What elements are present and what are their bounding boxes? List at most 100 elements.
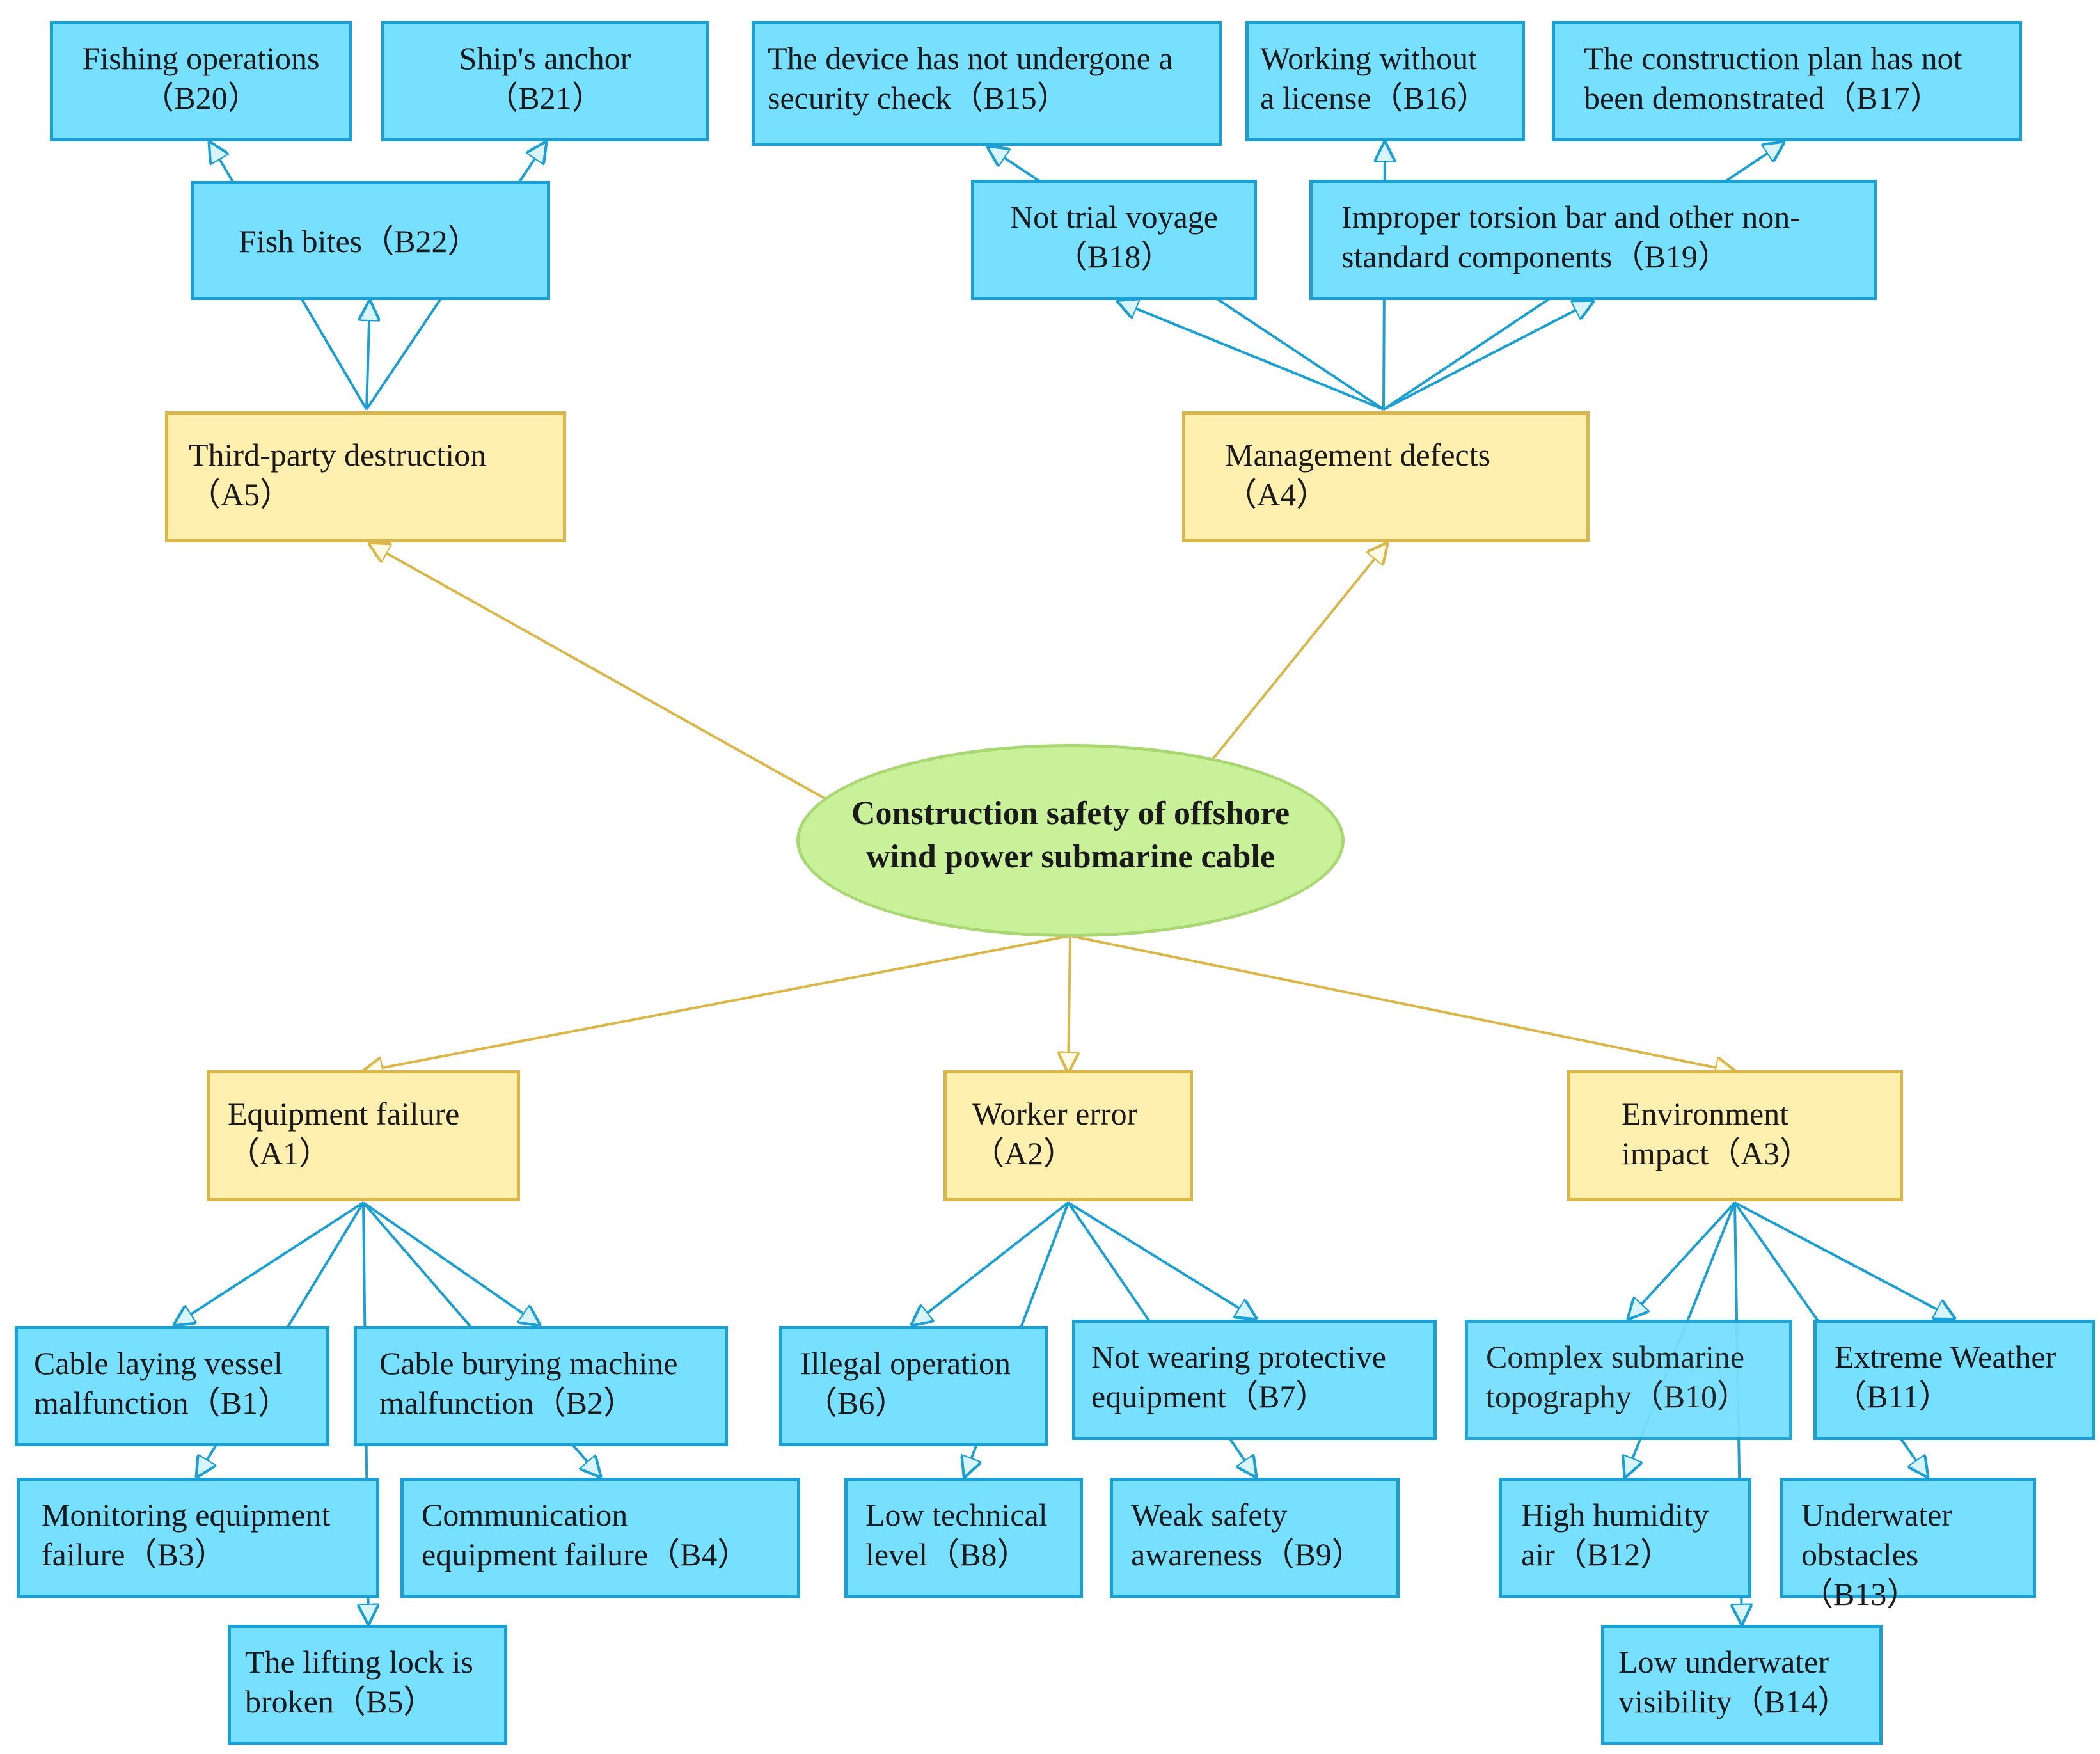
factor-a3-box: Environment impact（A3）: [1567, 1070, 1903, 1201]
risk-b8-code: （B8）: [928, 1537, 1029, 1572]
risk-b15-line1: The device has not undergone a: [768, 40, 1173, 76]
risk-b2-line2-wrap: malfunction（B2）: [379, 1383, 711, 1423]
edge-a2-b7: [1067, 1201, 1256, 1318]
risk-b13-box: Underwater obstacles（B13）: [1780, 1478, 2036, 1612]
risk-b18-code: （B18）: [1055, 239, 1173, 274]
factor-a5-code: （A5）: [189, 477, 292, 512]
risk-b17-line2: been demonstrated: [1584, 80, 1825, 116]
risk-b1-line2-wrap: malfunction（B1）: [34, 1383, 312, 1423]
risk-b17-line1: The construction plan has not: [1584, 40, 1962, 76]
risk-b22-label: Fish bites（B22）: [239, 221, 533, 261]
risk-b22-box: Fish bites（B22）: [191, 181, 550, 300]
risk-b7-box: Not wearing protective equipment（B7）: [1072, 1320, 1437, 1440]
risk-b17-box: The construction plan has not been demon…: [1552, 21, 2022, 141]
risk-b9-box: Weak safety awareness（B9）: [1110, 1478, 1400, 1598]
risk-b7-line1: Not wearing protective: [1091, 1339, 1386, 1375]
risk-b12-line2: air: [1521, 1537, 1555, 1572]
risk-b20-box: Fishing operations （B20）: [50, 21, 352, 141]
risk-b10-line1: Complex submarine: [1486, 1339, 1745, 1375]
edge-a2-b6: [912, 1201, 1070, 1325]
risk-b1-line1: Cable laying vessel: [34, 1345, 283, 1381]
root-label-line2: wind power submarine cable: [866, 839, 1275, 875]
factor-a3-code: （A3）: [1709, 1135, 1812, 1171]
factor-a3-name-line2: impact: [1622, 1135, 1709, 1171]
risk-b1-code: （B1）: [188, 1385, 290, 1421]
risk-b5-line2-wrap: broken（B5）: [245, 1682, 490, 1721]
risk-b10-line2: topography: [1486, 1379, 1632, 1414]
risk-b10-line2-wrap: topography（B10）: [1486, 1377, 1775, 1416]
factor-a4-name: Management defects: [1225, 437, 1491, 473]
risk-b6-code: （B6）: [805, 1385, 907, 1421]
risk-b22-code: （B22）: [362, 223, 480, 259]
risk-b19-line2-wrap: standard components（B19）: [1341, 237, 1859, 276]
risk-b13-code: （B13）: [1801, 1576, 1919, 1612]
risk-b1-box: Cable laying vessel malfunction（B1）: [15, 1326, 329, 1446]
risk-b2-box: Cable burying machine malfunction（B2）: [354, 1326, 728, 1446]
edge-a4-b19: [1383, 301, 1593, 411]
factor-a1-box: Equipment failure （A1）: [207, 1070, 520, 1201]
risk-b2-line2: malfunction: [379, 1385, 534, 1421]
risk-b14-box: Low underwater visibility（B14）: [1601, 1625, 1883, 1745]
risk-b9-code: （B9）: [1262, 1537, 1364, 1572]
risk-b16-line2-wrap: a license（B16）: [1260, 78, 1508, 118]
risk-b3-code: （B3）: [125, 1537, 226, 1572]
factor-a2-code: （A2）: [972, 1135, 1076, 1171]
risk-b16-line2: a license: [1260, 80, 1371, 116]
factor-a3-name: Environment: [1622, 1096, 1789, 1132]
risk-b17-code: （B17）: [1824, 80, 1942, 116]
factor-a2-name: Worker error: [972, 1096, 1138, 1132]
root-label-line1: Construction safety of offshore: [851, 795, 1290, 832]
edge-a4-b18: [1118, 301, 1384, 411]
risk-b13-line2-wrap: obstacles （B13）: [1801, 1535, 2019, 1614]
risk-b14-line1: Low underwater: [1618, 1644, 1829, 1680]
edge-a3-b10: [1629, 1201, 1736, 1318]
risk-b11-line1: Extreme Weather: [1835, 1339, 2057, 1375]
factor-a2-box: Worker error （A2）: [943, 1070, 1193, 1201]
risk-b15-line2: security check: [768, 80, 952, 116]
factor-a1-name: Equipment failure: [228, 1096, 460, 1132]
risk-b3-line2: failure: [42, 1537, 125, 1572]
risk-b1-line2: malfunction: [34, 1385, 189, 1421]
root-goal-ellipse: Construction safety of offshore wind pow…: [796, 744, 1345, 937]
risk-b10-code: （B10）: [1631, 1379, 1749, 1414]
risk-b11-code: （B11）: [1835, 1379, 1951, 1414]
risk-b8-line2: level: [865, 1537, 928, 1572]
risk-b19-line2: standard components: [1341, 239, 1613, 274]
risk-b9-line2: awareness: [1131, 1537, 1263, 1572]
risk-b14-line2: visibility: [1618, 1684, 1732, 1719]
risk-b21-line1: Ship's anchor: [459, 40, 631, 76]
risk-b16-box: Working without a license（B16）: [1245, 21, 1525, 141]
factor-a4-box: Management defects （A4）: [1182, 411, 1590, 542]
edge-root-a2: [1068, 935, 1070, 1071]
risk-b2-code: （B2）: [533, 1385, 635, 1421]
risk-b22-line1: Fish bites: [239, 223, 363, 259]
risk-b3-line2-wrap: failure（B3）: [42, 1535, 362, 1574]
risk-b6-box: Illegal operation （B6）: [779, 1326, 1048, 1446]
risk-b13-line2: obstacles: [1801, 1537, 1919, 1572]
risk-b7-code: （B7）: [1226, 1379, 1328, 1414]
risk-b21-box: Ship's anchor （B21）: [381, 21, 709, 141]
risk-b15-line2-wrap: security check（B15）: [768, 78, 1204, 118]
risk-b21-code: （B21）: [486, 80, 604, 116]
risk-b4-box: Communication equipment failure（B4）: [400, 1478, 800, 1598]
factor-a1-code: （A1）: [228, 1135, 331, 1171]
risk-b18-line1: Not trial voyage: [1010, 199, 1218, 235]
risk-b19-line1: Improper torsion bar and other non-: [1341, 199, 1801, 235]
risk-b5-line1: The lifting lock is: [245, 1644, 473, 1680]
risk-b20-code: （B20）: [142, 80, 260, 116]
factor-a3-name-line2-wrap: impact（A3）: [1622, 1134, 1879, 1173]
risk-b10-box: Complex submarine topography（B10）: [1465, 1320, 1792, 1440]
risk-b4-line2-wrap: equipment failure（B4）: [422, 1535, 783, 1574]
risk-b20-line1: Fishing operations: [82, 40, 320, 76]
edge-a1-b1: [175, 1201, 365, 1325]
risk-b8-line1: Low technical: [865, 1497, 1048, 1533]
factor-a5-name: Third-party destruction: [189, 437, 487, 473]
risk-b11-box: Extreme Weather （B11）: [1813, 1320, 2095, 1440]
risk-b18-box: Not trial voyage （B18）: [971, 180, 1257, 300]
risk-b5-line2: broken: [245, 1684, 334, 1719]
risk-b5-code: （B5）: [333, 1684, 436, 1719]
factor-a4-code: （A4）: [1225, 477, 1329, 512]
edge-root-a3: [1070, 935, 1735, 1071]
risk-b19-box: Improper torsion bar and other non- stan…: [1309, 180, 1877, 300]
risk-b16-code: （B16）: [1371, 80, 1488, 116]
